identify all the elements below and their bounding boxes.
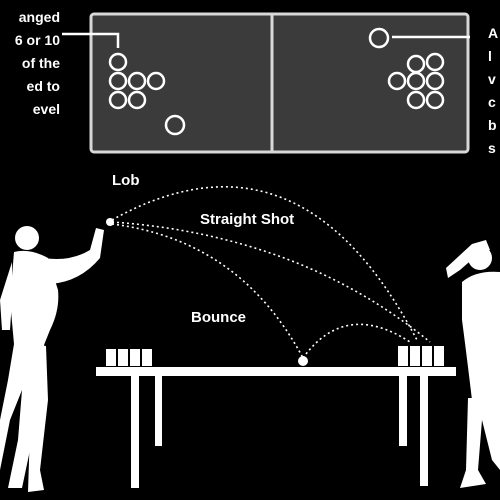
table-leg <box>399 376 407 446</box>
cup <box>422 346 432 366</box>
player-body <box>10 250 59 347</box>
cup-circle <box>127 90 147 110</box>
straight-shot-trajectory <box>111 221 431 343</box>
right-caption: A l v c b s <box>488 22 498 160</box>
cup-circle <box>406 90 426 110</box>
cup <box>118 349 128 366</box>
bounce-trajectory-second <box>302 323 411 359</box>
ball-circle <box>368 27 390 49</box>
cup <box>434 346 444 366</box>
left-callout-line <box>62 32 120 48</box>
player-raised-arm <box>446 240 490 278</box>
player-other-arm <box>0 262 12 330</box>
left-caption-line: ed to <box>26 78 60 94</box>
player-body <box>462 271 500 400</box>
cup-circle <box>425 71 445 91</box>
player-head <box>15 226 39 250</box>
cup-circle <box>387 71 407 91</box>
bounce-trajectory-first <box>111 223 304 359</box>
right-caption-line: A <box>488 25 499 41</box>
player-pants <box>28 344 48 492</box>
ball-thrower <box>106 218 114 226</box>
cup <box>142 349 152 366</box>
overhead-table <box>89 12 470 154</box>
trajectories <box>111 186 431 359</box>
left-caption-line: 6 or 10 <box>14 32 60 48</box>
right-cups <box>398 346 444 366</box>
cup <box>398 346 408 366</box>
ball-bounce-point <box>298 356 308 366</box>
right-caption-line: v <box>488 71 496 87</box>
left-caption-line: evel <box>32 101 60 117</box>
cup <box>410 346 420 366</box>
right-caption-line: b <box>488 117 497 133</box>
left-caption-line: anged <box>18 9 60 25</box>
table <box>96 367 456 488</box>
cup <box>106 349 116 366</box>
cup-circle <box>108 71 128 91</box>
drinker-silhouette <box>446 240 500 488</box>
cup-circle <box>108 90 128 110</box>
cup <box>130 349 140 366</box>
cup-circle <box>127 71 147 91</box>
ball-circle <box>164 114 186 136</box>
cup-circle <box>425 90 445 110</box>
cup-circle <box>108 52 128 72</box>
player-throwing-arm <box>44 228 104 284</box>
left-caption: anged 6 or 10 of the ed to evel <box>0 6 60 121</box>
right-caption-line: l <box>488 48 492 64</box>
bounce-label: Bounce <box>191 309 247 326</box>
cup-circle <box>406 71 426 91</box>
straight-shot-label: Straight Shot <box>200 211 295 228</box>
left-caption-line: of the <box>21 55 60 71</box>
overhead-table-view <box>62 12 470 154</box>
thrower-silhouette <box>0 226 104 492</box>
lob-trajectory <box>111 186 419 343</box>
table-leg <box>420 376 428 486</box>
cup-circle <box>146 71 166 91</box>
table-leg <box>131 376 139 488</box>
lob-label: Lob <box>112 172 140 189</box>
left-cups <box>106 349 152 366</box>
right-cup-rack <box>368 27 445 110</box>
table-leg <box>155 376 162 446</box>
cup-circle <box>425 52 445 72</box>
table-top <box>96 367 456 376</box>
left-cup-rack <box>108 52 186 136</box>
player-legs <box>460 398 500 488</box>
right-caption-line: s <box>488 140 496 156</box>
right-caption-line: c <box>488 94 496 110</box>
